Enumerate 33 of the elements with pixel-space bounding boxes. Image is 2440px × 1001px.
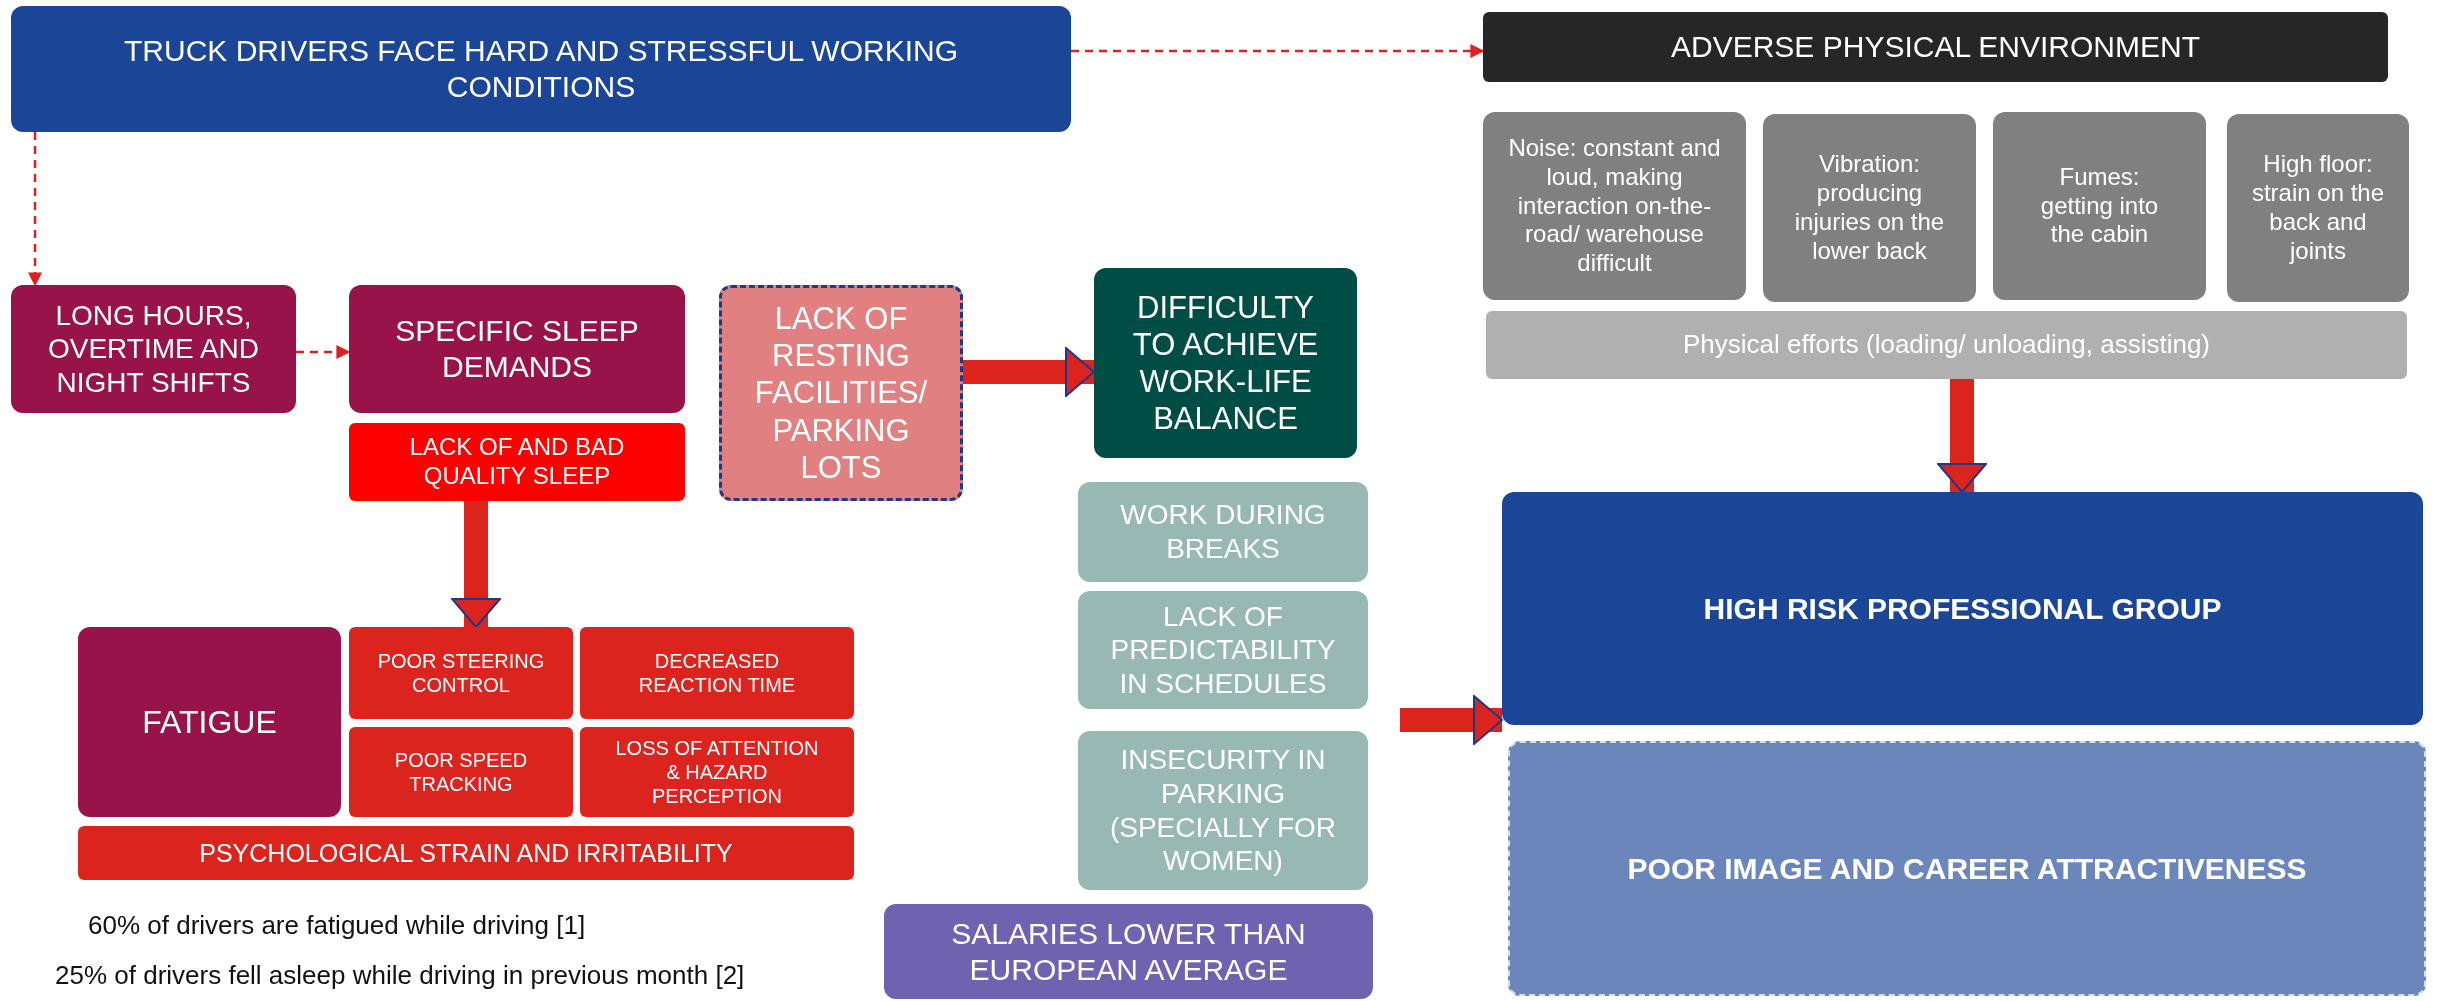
factor-box: Fumes: getting into the cabin [1993, 112, 2206, 300]
outcome-box: POOR IMAGE AND CAREER ATTRACTIVENESS [1508, 741, 2426, 996]
effect-box: LOSS OF ATTENTION & HAZARD PERCEPTION [580, 727, 854, 817]
block-arrow [963, 347, 1095, 397]
effect-box: FATIGUE [78, 627, 341, 817]
factor-box: SALARIES LOWER THAN EUROPEAN AVERAGE [884, 904, 1373, 999]
effect-box: POOR SPEED TRACKING [349, 727, 573, 817]
effect-box: DECREASED REACTION TIME [580, 627, 854, 719]
footnote: 60% of drivers are fatigued while driving [1] [88, 910, 586, 941]
factor-box: WORK DURING BREAKS [1078, 482, 1368, 582]
factor-box: INSECURITY IN PARKING (SPECIALLY FOR WOMEN) [1078, 731, 1368, 890]
factor-box: High floor: strain on the back and joints [2227, 114, 2409, 302]
cause-box: LACK OF RESTING FACILITIES/ PARKING LOTS [719, 285, 963, 501]
cause-box: LONG HOURS, OVERTIME AND NIGHT SHIFTS [11, 285, 296, 413]
block-arrow [451, 501, 501, 628]
dashed-arrow [1071, 44, 1485, 58]
title-box: TRUCK DRIVERS FACE HARD AND STRESSFUL WORKING CONDITIONS [11, 6, 1071, 132]
effect-bar: PSYCHOLOGICAL STRAIN AND IRRITABILITY [78, 826, 854, 880]
factor-bar: Physical efforts (loading/ unloading, assisting) [1486, 311, 2407, 379]
effect-box: LACK OF AND BAD QUALITY SLEEP [349, 423, 685, 501]
factor-box: Vibration: producing injuries on the lower back [1763, 114, 1976, 302]
outcome-box: HIGH RISK PROFESSIONAL GROUP [1502, 492, 2423, 725]
factor-box: LACK OF PREDICTABILITY IN SCHEDULES [1078, 591, 1368, 709]
block-arrow [1400, 695, 1503, 745]
outcome-box: DIFFICULTY TO ACHIEVE WORK-LIFE BALANCE [1094, 268, 1357, 458]
footnote: 25% of drivers fell asleep while driving in previous month [2] [55, 960, 745, 991]
heading-box: ADVERSE PHYSICAL ENVIRONMENT [1483, 12, 2388, 82]
effect-box: POOR STEERING CONTROL [349, 627, 573, 719]
dashed-arrow [296, 345, 351, 359]
dashed-arrow [28, 132, 42, 287]
factor-box: Noise: constant and loud, making interaction on-the-road/ warehouse difficult [1483, 112, 1746, 300]
block-arrow [1937, 379, 1987, 493]
cause-box: SPECIFIC SLEEP DEMANDS [349, 285, 685, 413]
